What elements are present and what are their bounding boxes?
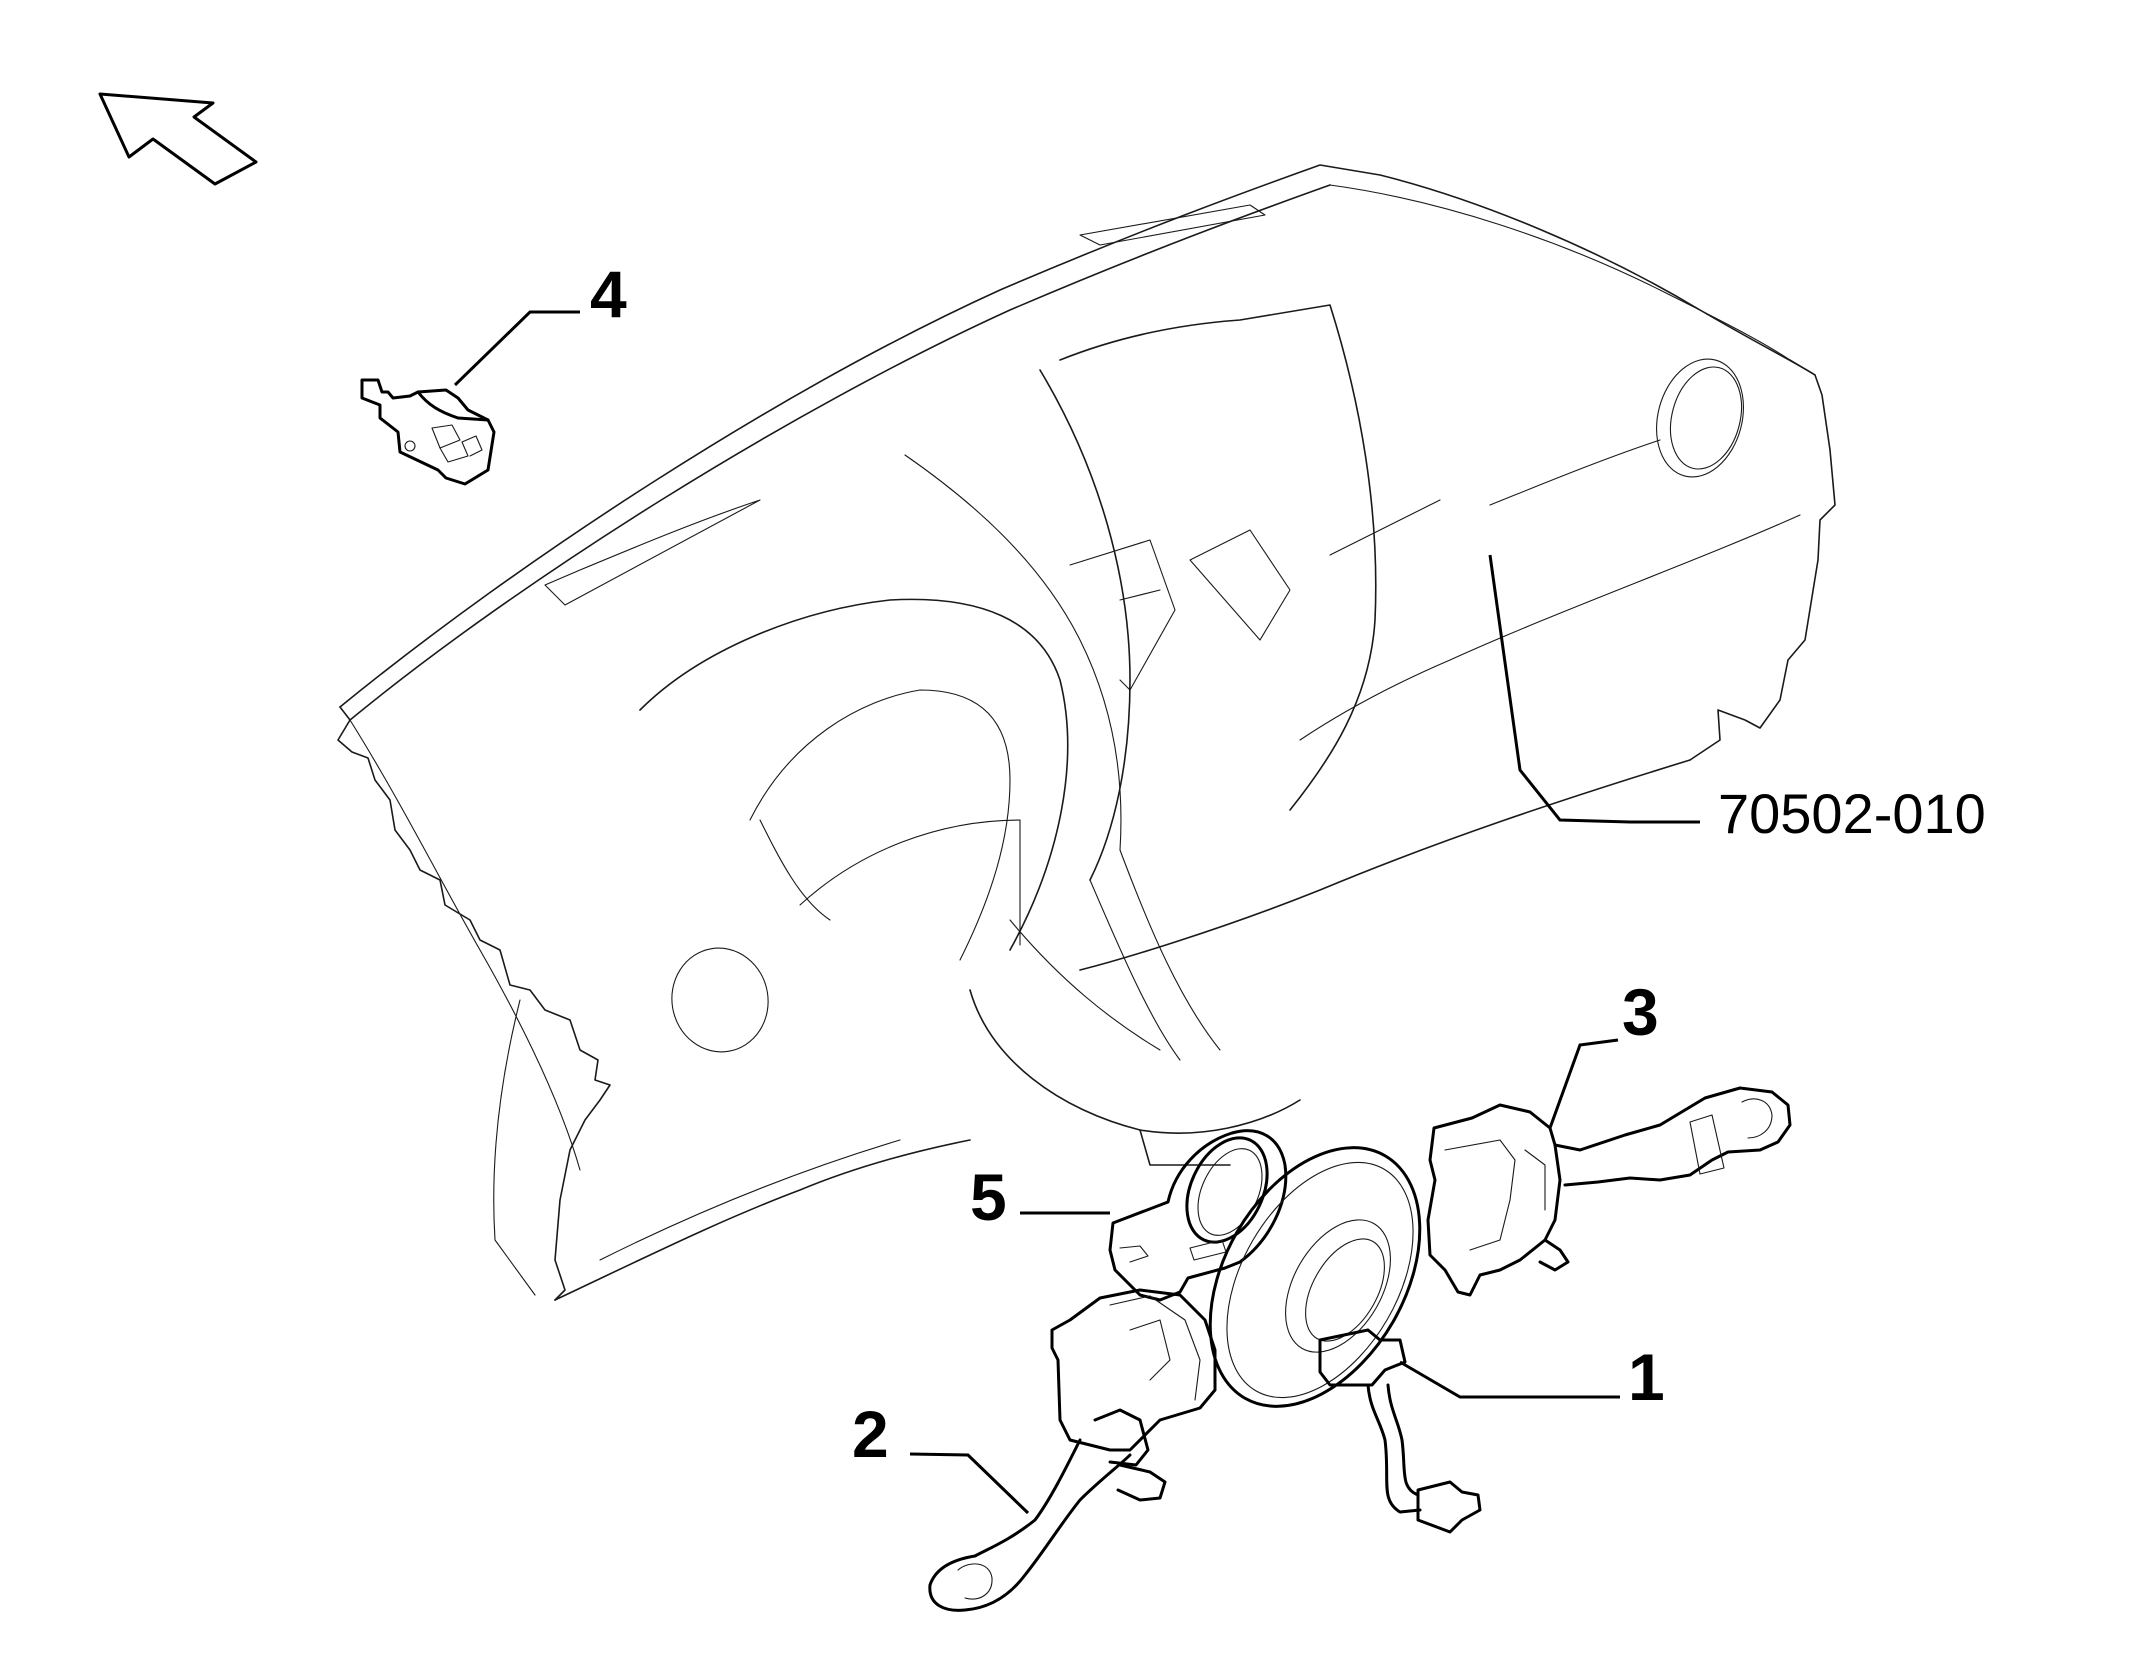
- part-2-light-stalk: [928, 1288, 1217, 1612]
- direction-arrow-icon: [98, 92, 258, 186]
- dashboard-illustration: [337, 164, 1836, 1301]
- callout-3: 3: [1622, 975, 1659, 1049]
- part-3-wiper-stalk: [1426, 1086, 1792, 1297]
- callout-4: 4: [590, 257, 627, 331]
- part-1-clock-spring: [1208, 1146, 1482, 1534]
- callout-1: 1: [1628, 1340, 1665, 1414]
- part-4-switch: [360, 378, 496, 486]
- callout-2: 2: [852, 1397, 889, 1471]
- reference-number: 70502-010: [1718, 782, 1986, 845]
- leader-lines: [453, 310, 1700, 1515]
- part-5-sensor: [1108, 1129, 1288, 1302]
- callout-5: 5: [970, 1160, 1007, 1234]
